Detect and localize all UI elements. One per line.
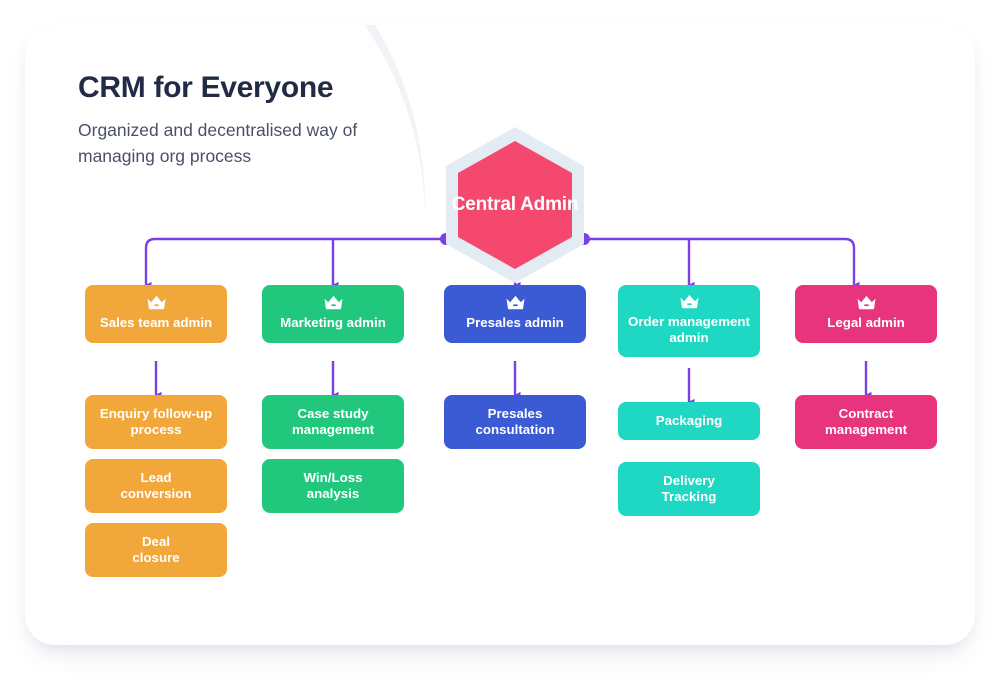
crown-icon: [323, 295, 344, 315]
branch-item-label: Deal closure: [132, 534, 180, 566]
branch-item-marketing-0[interactable]: Case study management: [262, 395, 404, 450]
branch-item-marketing-1[interactable]: Win/Loss analysis: [262, 459, 404, 514]
page-subtitle: Organized and decentralised way of manag…: [78, 120, 358, 166]
branch-head-legal[interactable]: Legal admin: [795, 285, 937, 343]
branch-item-sales-2[interactable]: Deal closure: [85, 523, 227, 578]
bus-right: [584, 237, 860, 289]
hexagon-fill: [458, 141, 572, 269]
branch-head-marketing[interactable]: Marketing admin: [262, 285, 404, 343]
branch-item-label: Case study management: [291, 406, 375, 438]
branch-head-order-management[interactable]: Order management admin: [618, 285, 760, 358]
page-title: CRM for Everyone: [78, 71, 334, 104]
branch-item-sales-1[interactable]: Lead conversion: [85, 459, 227, 514]
branch-item-label: Presales consultation: [475, 406, 555, 438]
hexagon-shape: [446, 127, 584, 283]
branch-head-presales[interactable]: Presales admin: [444, 285, 586, 343]
crown-icon: [146, 295, 167, 315]
branch-item-label: Packaging: [655, 413, 723, 428]
branch-item-order-management-0[interactable]: Packaging: [618, 402, 760, 441]
heading-block: CRM for Everyone Organized and decentral…: [78, 70, 398, 169]
branch-item-label: Contract management: [824, 406, 908, 438]
central-admin-node[interactable]: Central Admin: [443, 125, 587, 285]
branch-item-presales-0[interactable]: Presales consultation: [444, 395, 586, 450]
branch-head-label: Marketing admin: [280, 314, 386, 330]
branch-item-label: Lead conversion: [120, 470, 192, 502]
crown-icon: [856, 295, 877, 315]
branch-head-label: Order management admin: [628, 314, 750, 346]
branch-head-label: Legal admin: [827, 314, 905, 330]
branch-item-label: Delivery Tracking: [661, 473, 717, 505]
branch-item-label: Win/Loss analysis: [303, 470, 363, 502]
branch-head-label: Presales admin: [466, 314, 564, 330]
central-admin-label: Central Admin: [451, 194, 579, 216]
branch-item-sales-0[interactable]: Enquiry follow-up process: [85, 395, 227, 450]
crown-icon: [679, 294, 700, 314]
branch-item-legal-0[interactable]: Contract management: [795, 395, 937, 450]
diagram-card: CRM for Everyone Organized and decentral…: [25, 25, 975, 645]
branch-item-label: Enquiry follow-up process: [99, 406, 213, 438]
branch-item-order-management-1[interactable]: Delivery Tracking: [618, 462, 760, 517]
branch-head-sales[interactable]: Sales team admin: [85, 285, 227, 343]
branch-head-label: Sales team admin: [99, 314, 213, 330]
crown-icon: [505, 295, 526, 315]
